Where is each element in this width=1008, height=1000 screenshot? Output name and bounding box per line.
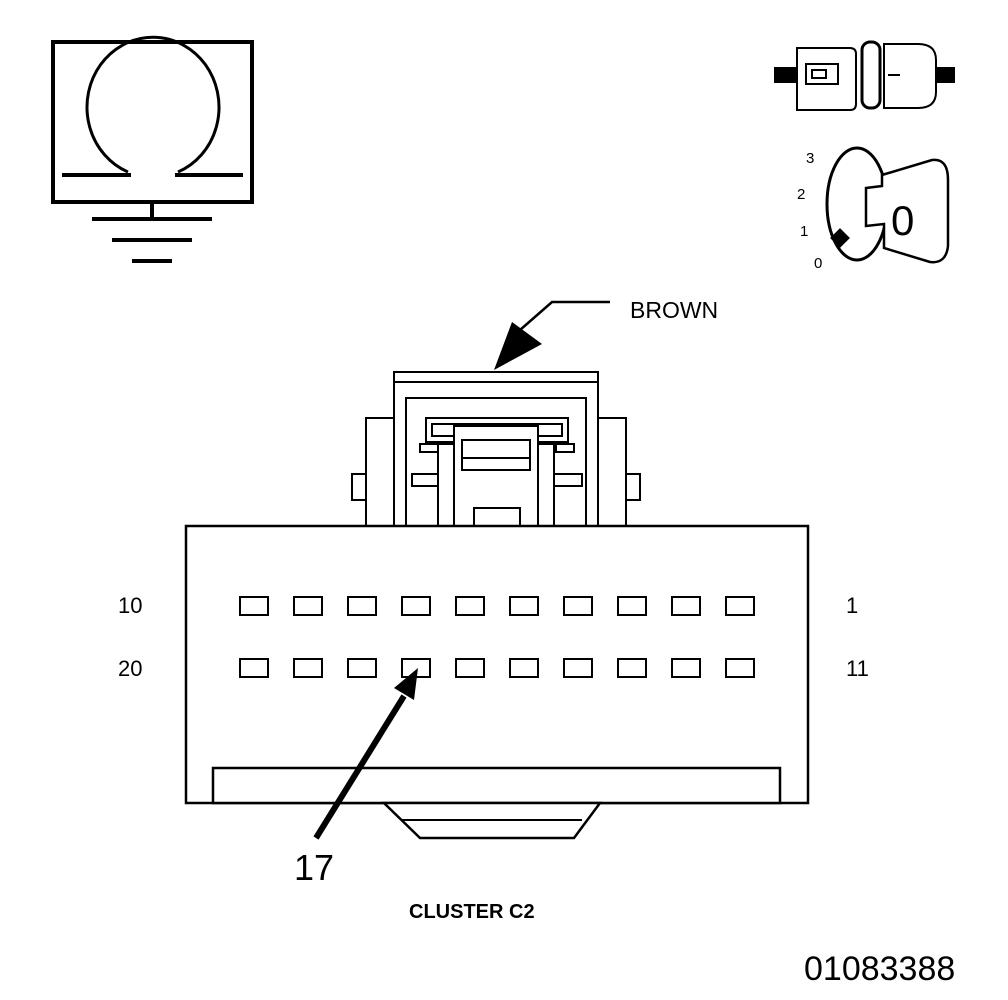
- connector-name: CLUSTER C2: [409, 901, 535, 923]
- highlighted-pin-number: 17: [294, 847, 334, 888]
- pin-cavity: [617, 658, 647, 678]
- pin-cavity: [563, 658, 593, 678]
- pin-cavity: [401, 596, 431, 616]
- pin-label-top-right: 1: [846, 593, 858, 618]
- pin-cavity: [509, 658, 539, 678]
- pin-cavity: [239, 658, 269, 678]
- pin-label-bottom-left: 20: [118, 656, 142, 681]
- ignition-position-3: 3: [806, 150, 814, 167]
- connector-housing: [184, 371, 810, 840]
- pin-cavity: [725, 596, 755, 616]
- pin-cavity: [671, 658, 701, 678]
- disconnected-connector-icon: [774, 40, 955, 111]
- figure-id: 01083388: [804, 950, 955, 988]
- ignition-position-1: 1: [800, 223, 808, 240]
- pin-cavity: [239, 596, 269, 616]
- ignition-position-2: 2: [797, 186, 805, 203]
- pin-cavity: [563, 596, 593, 616]
- pin-cavity: [293, 658, 323, 678]
- pin-cavity: [347, 596, 377, 616]
- pin-cavity: [617, 596, 647, 616]
- pin-cavity: [671, 596, 701, 616]
- connector-color-label: BROWN: [630, 297, 718, 323]
- pin-label-bottom-right: 11: [846, 656, 869, 681]
- ignition-key-label: 0: [891, 197, 914, 244]
- pin-row-bottom: [239, 658, 755, 678]
- pin-cavity: [455, 596, 485, 616]
- pin-label-top-left: 10: [118, 593, 142, 618]
- pin-cavity: [455, 658, 485, 678]
- ignition-position-0: 0: [814, 255, 822, 272]
- ohmmeter-ground-icon: [51, 35, 254, 263]
- color-leader-arrow: [494, 300, 610, 370]
- pin-row-top: [239, 596, 755, 616]
- ignition-key-icon: 3 2 1 0 0: [797, 146, 950, 272]
- pin-cavity: [347, 658, 377, 678]
- pin-cavity: [725, 658, 755, 678]
- pin-cavity: [509, 596, 539, 616]
- pin-callout-arrow: [313, 668, 418, 840]
- pin-cavity: [293, 596, 323, 616]
